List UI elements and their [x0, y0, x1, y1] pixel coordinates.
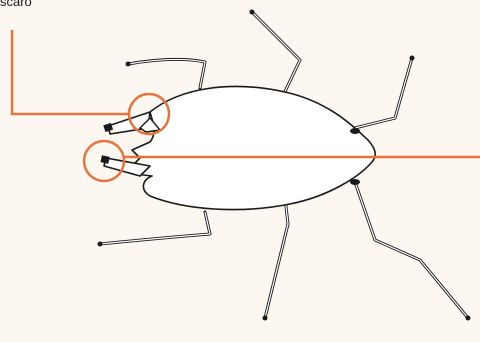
siphunculi [104, 112, 150, 176]
leg-lower-middle [265, 198, 288, 318]
leg-upper-right [355, 58, 412, 128]
leg-upper-left [128, 59, 205, 88]
siphunculus-lower-tip [100, 155, 109, 164]
callout-line-cauda [12, 30, 128, 114]
aphid-body [128, 86, 375, 209]
